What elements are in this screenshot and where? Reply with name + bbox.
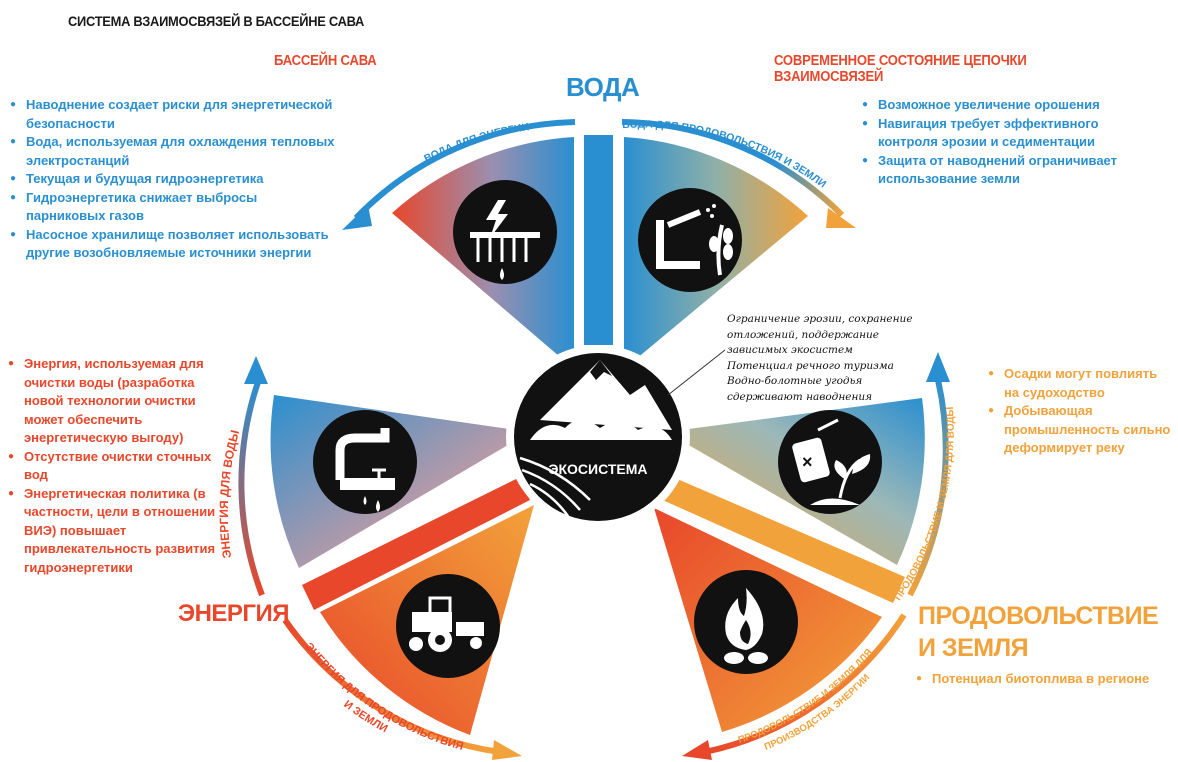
svg-text:×: × (802, 452, 813, 472)
arrowhead-energy-water (244, 356, 268, 384)
water-energy-list: Наводнение создает риски для энергетичес… (10, 96, 340, 263)
pesticide-plant-icon: × (778, 410, 882, 514)
list-item: Отсутствие очистки сточных вод (8, 448, 230, 485)
water-food-list: Возможное увеличение орошения Навигация … (862, 96, 1132, 189)
fire-icon (694, 570, 798, 674)
food-node-label: ПРОДОВОЛЬСТВИЕ И ЗЕМЛЯ (918, 600, 1159, 664)
arrowhead-food-water (926, 352, 950, 382)
list-item: Вода, используемая для охлаждения теплов… (10, 133, 340, 170)
list-item: Осадки могут повлиять на судоходство (988, 365, 1173, 402)
list-item: Навигация требует эффективного контроля … (862, 115, 1132, 152)
arrow-water-energy (353, 119, 576, 221)
water-treatment-icon (313, 410, 417, 514)
ecosystem-note-pointer (667, 349, 726, 396)
ecosystem-note-line: отложений, поддержание (727, 328, 879, 341)
mountain-icon (530, 360, 672, 440)
food-energy-list: Потенциал биотоплива в регионе (916, 670, 1166, 689)
arrowhead-energy-food (492, 740, 522, 760)
ecosystem-note-line: Ограничение эрозии, сохранение (727, 313, 913, 325)
ecosystem-notes: Ограничение эрозии, сохранение отложений… (727, 312, 927, 405)
list-item: Текущая и будущая гидроэнергетика (10, 170, 340, 189)
water-node-label: ВОДА (566, 72, 640, 102)
arrow-water-food (621, 119, 845, 218)
energy-node-label: ЭНЕРГИЯ (178, 600, 290, 627)
list-item: Энергетическая политика (в частности, це… (8, 485, 230, 578)
arrowhead-water-energy (342, 205, 372, 230)
right-section-header: СОВРЕМЕННОЕ СОСТОЯНИЕ ЦЕПОЧКИ ВЗАИМОСВЯЗ… (774, 53, 1027, 85)
tractor-icon (396, 574, 500, 678)
arrowhead-water-food (826, 208, 856, 228)
food-node-label-line1: ПРОДОВОЛЬСТВИЕ (918, 602, 1159, 630)
list-item: Энергия, используемая для очистки воды (… (8, 355, 230, 448)
water-bar (584, 135, 613, 345)
list-item: Насосное хранилище позволяет использоват… (10, 226, 340, 263)
ecosystem-note-line: сдерживают наводнения (727, 390, 873, 403)
list-item: Добывающая промышленность сильно деформи… (988, 402, 1173, 458)
arrowhead-food-energy (682, 740, 712, 760)
ecosystem-note-line: зависимых экосистем (727, 344, 853, 356)
ecosystem-label: ЭКОСИСТЕМА (549, 461, 648, 477)
diagram-title: СИСТЕМА ВЗАИМОСВЯЗЕЙ В БАССЕЙНЕ САВА (68, 13, 365, 29)
left-section-header: БАССЕЙН САВА (274, 53, 377, 69)
energy-bar (302, 478, 530, 610)
food-bar (658, 475, 905, 603)
irrigation-icon (638, 188, 742, 292)
arrow-energy-water (238, 381, 265, 597)
food-water-list: Осадки могут повлиять на судоходство Доб… (988, 365, 1173, 458)
arrow-energy-food (282, 618, 501, 755)
label-energy-for-water: ЭНЕРГИЯ ДЛЯ ВОДЫ (217, 428, 242, 559)
list-item: Наводнение создает риски для энергетичес… (10, 96, 340, 133)
list-item: Потенциал биотоплива в регионе (916, 670, 1166, 689)
list-item: Гидроэнергетика снижает выбросы парников… (10, 189, 340, 226)
ecosystem-note-line: Водно-болотные угодья (727, 375, 863, 387)
list-item: Защита от наводнений ограничивает исполь… (862, 152, 1132, 189)
ecosystem-circle: ЭКОСИСТЕМА (506, 345, 690, 529)
power-plant-icon (453, 180, 557, 284)
list-item: Возможное увеличение орошения (862, 96, 1132, 115)
energy-water-list: Энергия, используемая для очистки воды (… (8, 355, 230, 577)
arrow-food-energy (704, 613, 907, 755)
arrow-food-water (907, 379, 949, 597)
ecosystem-note-line: Потенциал речного туризма (727, 359, 894, 372)
food-node-label-line2: И ЗЕМЛЯ (918, 634, 1029, 662)
